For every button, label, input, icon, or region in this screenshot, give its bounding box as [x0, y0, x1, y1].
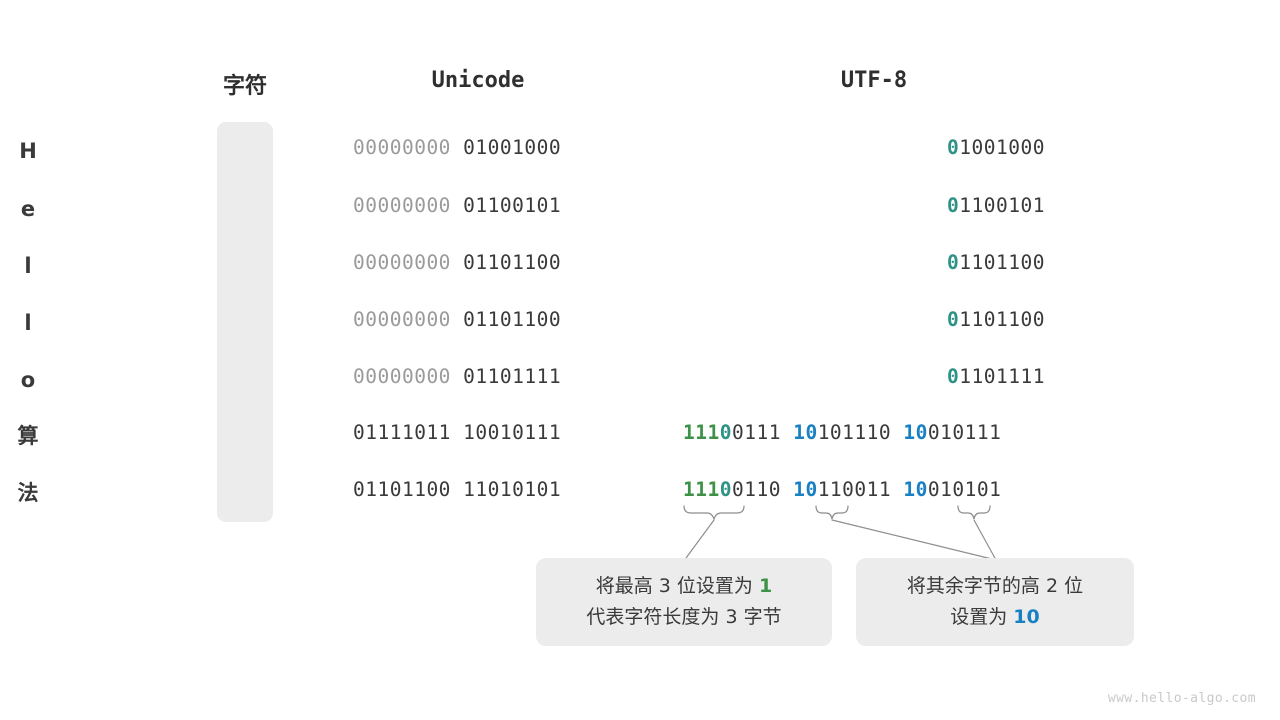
utf8-value: 01101100 [947, 308, 1045, 331]
callout-right-line2: 设置为 10 [950, 602, 1040, 633]
callout-left-line1: 将最高 3 位设置为 1 [596, 571, 772, 602]
utf8-marker-bits: 0 [947, 308, 960, 331]
unicode-low-byte: 01100101 [463, 194, 562, 217]
utf8-marker-bits: 0 [947, 365, 960, 388]
watermark: www.hello-algo.com [1107, 691, 1256, 706]
header-utf8: UTF-8 [840, 68, 908, 93]
character-column-panel [217, 122, 273, 522]
unicode-value: 00000000 01100101 [353, 194, 561, 217]
unicode-high-byte: 00000000 [353, 308, 451, 331]
unicode-high-byte: 00000000 [353, 136, 451, 159]
unicode-high-byte: 00000000 [353, 251, 451, 274]
utf8-marker-bits-2: 0 [719, 421, 732, 444]
unicode-high-byte: 00000000 [353, 194, 451, 217]
utf8-payload-bits: 1101111 [959, 365, 1045, 388]
utf8-value: 01100101 [947, 194, 1045, 217]
utf8-payload-bits: 0110 [731, 478, 781, 501]
unicode-low-byte: 01101100 [463, 251, 562, 274]
callout-right-line1: 将其余字节的高 2 位 [906, 574, 1084, 597]
utf8-payload-bits: 1101100 [959, 308, 1045, 331]
utf8-payload-bits: 1101100 [959, 251, 1045, 274]
character-cell: o [20, 368, 36, 392]
character-cell: l [24, 311, 32, 335]
character-cell: H [19, 139, 37, 163]
callout-continuation-bits: 将其余字节的高 2 位 设置为 10 [856, 558, 1134, 646]
unicode-high-byte: 00000000 [353, 365, 451, 388]
utf8-marker-bits: 111 [683, 421, 720, 444]
utf8-marker-bits: 10 [903, 421, 928, 444]
unicode-value: 00000000 01101111 [353, 365, 561, 388]
unicode-low-byte: 01101100 [463, 308, 562, 331]
utf8-value: 11100111 10101110 10010111 [683, 421, 1001, 444]
utf8-marker-bits: 111 [683, 478, 720, 501]
unicode-value: 00000000 01101100 [353, 308, 561, 331]
unicode-value: 00000000 01001000 [353, 136, 561, 159]
utf8-value: 01001000 [947, 136, 1045, 159]
utf8-marker-bits-2: 0 [719, 478, 732, 501]
character-cell: 法 [17, 481, 39, 505]
utf8-payload-bits: 0111 [731, 421, 781, 444]
unicode-low-byte: 10010111 [463, 421, 562, 444]
unicode-high-byte: 01101100 [353, 478, 451, 501]
unicode-low-byte: 11010101 [463, 478, 562, 501]
character-cell: 算 [17, 424, 39, 448]
utf8-marker-bits: 10 [793, 421, 818, 444]
utf8-marker-bits: 0 [947, 136, 960, 159]
callout-left-highlight: 1 [758, 574, 773, 597]
unicode-high-byte: 01111011 [353, 421, 451, 444]
unicode-low-byte: 01001000 [463, 136, 562, 159]
utf8-marker-bits: 0 [947, 194, 960, 217]
header-unicode: Unicode [431, 68, 525, 93]
utf8-marker-bits: 10 [903, 478, 928, 501]
character-cell: l [24, 254, 32, 278]
utf8-payload-bits: 010111 [927, 421, 1002, 444]
unicode-value: 01101100 11010101 [353, 478, 561, 501]
utf8-payload-bits: 101110 [817, 421, 892, 444]
unicode-low-byte: 01101111 [463, 365, 562, 388]
utf8-payload-bits: 110011 [817, 478, 892, 501]
utf8-marker-bits: 10 [793, 478, 818, 501]
utf8-value: 11100110 10110011 10010101 [683, 478, 1001, 501]
callout-left-line1-text: 将最高 3 位设置为 [595, 574, 759, 597]
header-character: 字符 [222, 74, 267, 99]
utf8-payload-bits: 1001000 [959, 136, 1045, 159]
character-cell: e [20, 197, 36, 221]
utf8-value: 01101111 [947, 365, 1045, 388]
utf8-payload-bits: 1100101 [959, 194, 1045, 217]
unicode-value: 00000000 01101100 [353, 251, 561, 274]
utf8-payload-bits: 010101 [927, 478, 1002, 501]
callout-left-line2: 代表字符长度为 3 字节 [586, 606, 782, 628]
callout-leading-bits: 将最高 3 位设置为 1 代表字符长度为 3 字节 [536, 558, 832, 646]
callout-right-highlight: 10 [1013, 606, 1040, 628]
utf8-value: 01101100 [947, 251, 1045, 274]
unicode-value: 01111011 10010111 [353, 421, 561, 444]
utf8-marker-bits: 0 [947, 251, 960, 274]
callout-right-line2-text: 设置为 [950, 606, 1014, 628]
